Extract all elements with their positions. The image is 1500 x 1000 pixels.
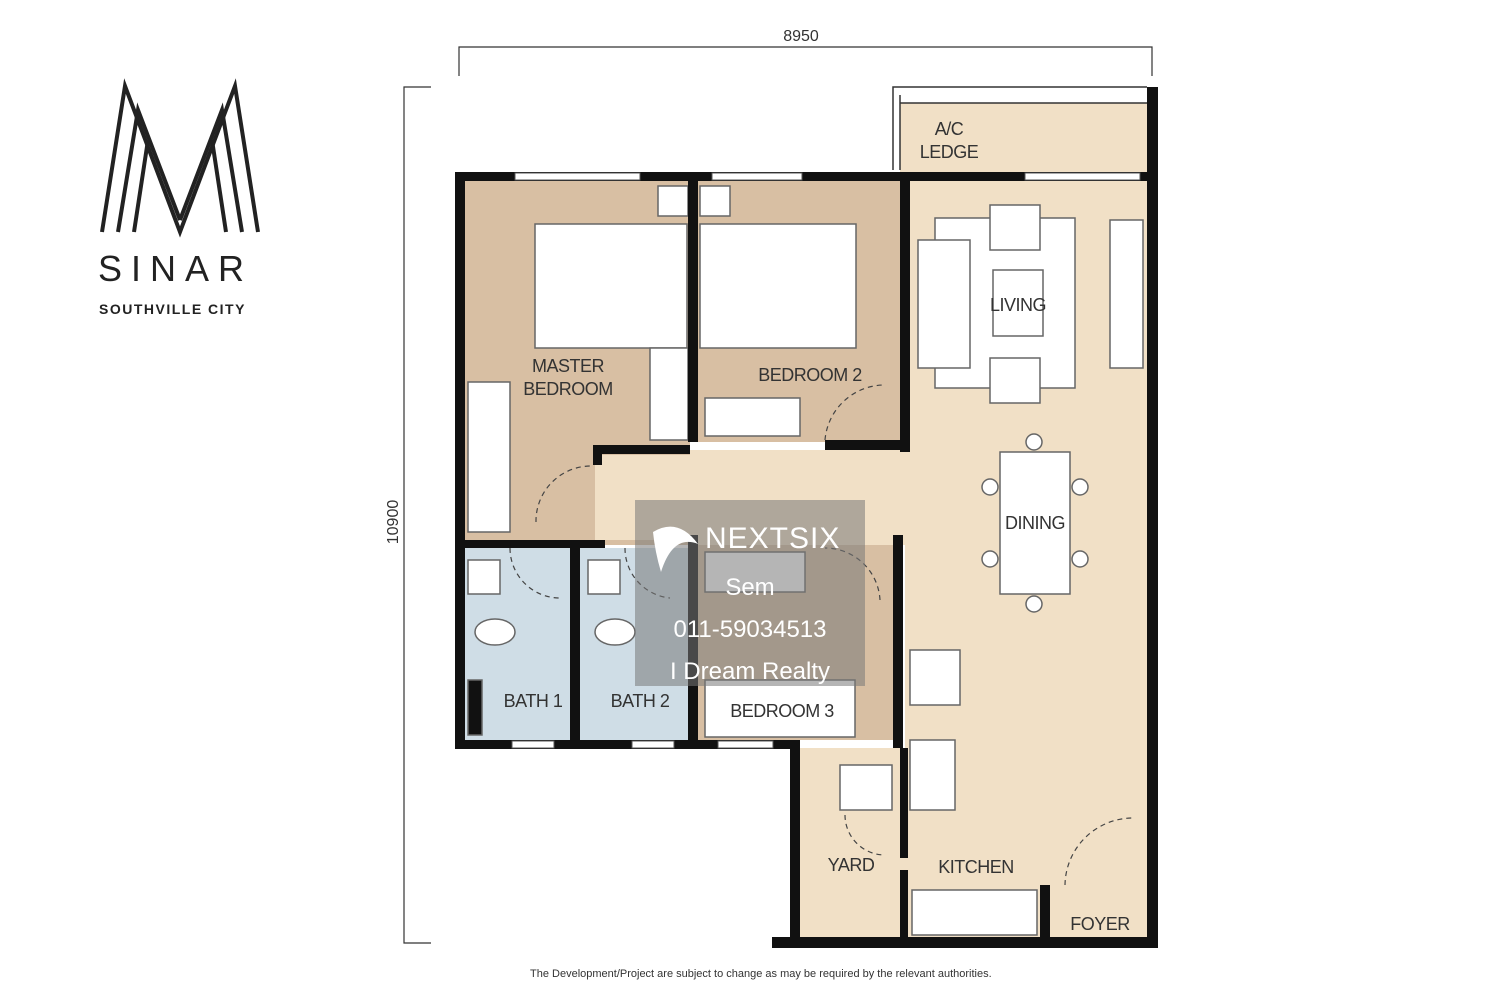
bedroom-3-label: BEDROOM 3 bbox=[730, 701, 834, 721]
yard-label: YARD bbox=[828, 855, 875, 875]
ac-ledge-label-2: LEDGE bbox=[920, 142, 979, 162]
height-label: 10900 bbox=[385, 500, 402, 545]
dining-label: DINING bbox=[1005, 513, 1065, 533]
bedroom-2-label: BEDROOM 2 bbox=[758, 365, 862, 385]
disclaimer: The Development/Project are subject to c… bbox=[530, 968, 992, 980]
logo-name: SINAR bbox=[98, 248, 254, 289]
ac-ledge-rail bbox=[892, 86, 1147, 170]
watermark-agent: Sem bbox=[725, 574, 775, 601]
ac-ledge-label: A/C bbox=[935, 119, 964, 139]
living-label: LIVING bbox=[990, 295, 1046, 315]
watermark-phone: 011-59034513 bbox=[673, 616, 827, 643]
ac-ledge-area bbox=[900, 103, 1147, 172]
windows bbox=[511, 172, 1141, 749]
foyer-label: FOYER bbox=[1070, 914, 1130, 934]
watermark-brand: NEXTSIX bbox=[705, 522, 841, 555]
nextsix-logo-icon bbox=[653, 526, 698, 572]
bath-2-label: BATH 2 bbox=[611, 691, 670, 711]
watermark: NEXTSIX Sem 011-59034513 I Dream Realty bbox=[635, 500, 865, 686]
master-bedroom-label: MASTER bbox=[532, 356, 605, 376]
dimension-width bbox=[458, 46, 1153, 76]
master-bedroom-label-2: BEDROOM bbox=[523, 379, 613, 399]
dimension-height bbox=[403, 86, 431, 944]
kitchen-label: KITCHEN bbox=[938, 857, 1014, 877]
watermark-agency: I Dream Realty bbox=[669, 658, 831, 685]
bath-1-label: BATH 1 bbox=[504, 691, 563, 711]
logo-m-mark bbox=[100, 78, 260, 238]
logo-subtitle: SOUTHVILLE CITY bbox=[99, 301, 246, 317]
width-label: 8950 bbox=[783, 28, 819, 45]
